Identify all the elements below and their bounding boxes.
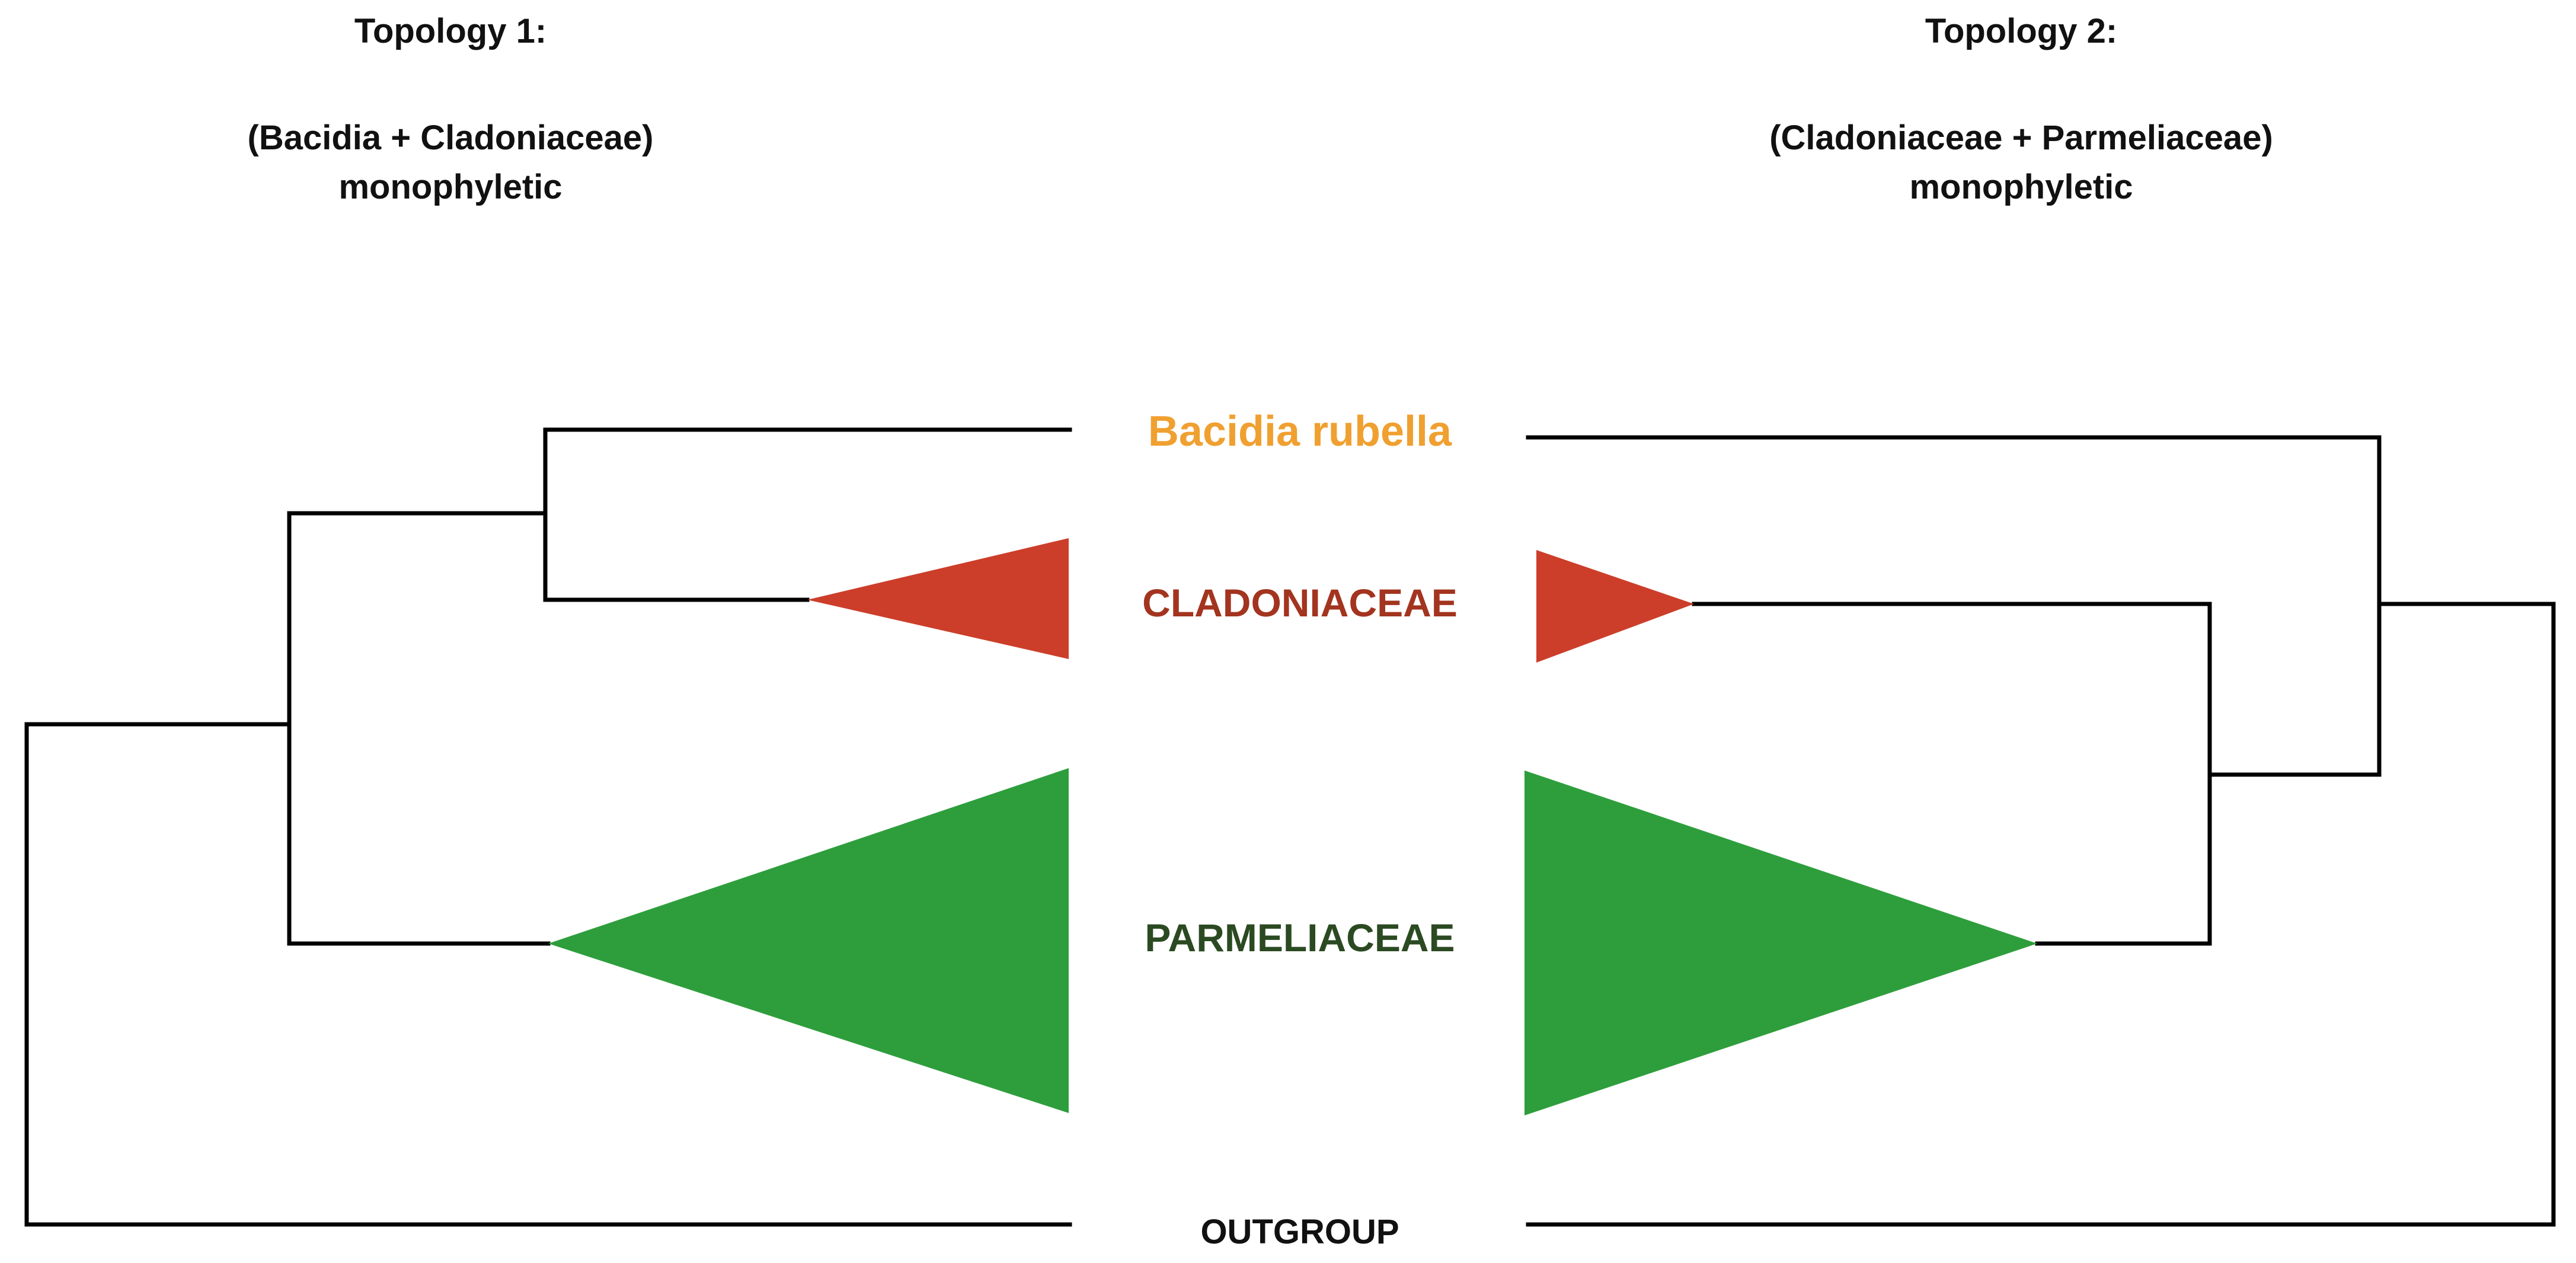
taxon-label-outgroup: OUTGROUP <box>1200 1213 1399 1251</box>
tree-1-root <box>24 722 1072 1227</box>
topology-1-heading: Topology 1: (Bacidia + Cladoniaceae) mon… <box>248 12 654 206</box>
taxon-label-bacidia-rubella: Bacidia rubella <box>1148 408 1452 455</box>
topology-2-title: Topology 2: <box>1925 12 2117 50</box>
tree-2-root <box>1526 602 2556 1227</box>
tree-1-cladoniaceae-clade-triangle <box>807 538 1069 659</box>
taxon-labels: Bacidia rubella CLADONIACEAE PARMELIACEA… <box>1142 408 1458 1251</box>
topology-2-tree <box>1524 435 2556 1227</box>
tree-1-ingroup-clade <box>287 511 551 946</box>
tree-2-parmeliaceae-clade-triangle <box>1524 770 2037 1115</box>
topology-2-status: monophyletic <box>1909 168 2133 206</box>
taxon-label-cladoniaceae: CLADONIACEAE <box>1142 581 1458 625</box>
topology-2-grouping: (Cladoniaceae + Parmeliaceae) <box>1769 119 2273 157</box>
topology-1-title: Topology 1: <box>354 12 546 50</box>
topology-1-tree <box>24 427 1072 1227</box>
topology-1-grouping: (Bacidia + Cladoniaceae) <box>248 119 654 157</box>
topology-1-status: monophyletic <box>338 168 562 206</box>
tree-2-cladoniaceae-clade-triangle <box>1536 550 1694 663</box>
taxon-label-parmeliaceae: PARMELIACEAE <box>1145 916 1455 960</box>
tree-1-parmeliaceae-clade-triangle <box>548 768 1069 1113</box>
topology-2-heading: Topology 2: (Cladoniaceae + Parmeliaceae… <box>1769 12 2273 206</box>
